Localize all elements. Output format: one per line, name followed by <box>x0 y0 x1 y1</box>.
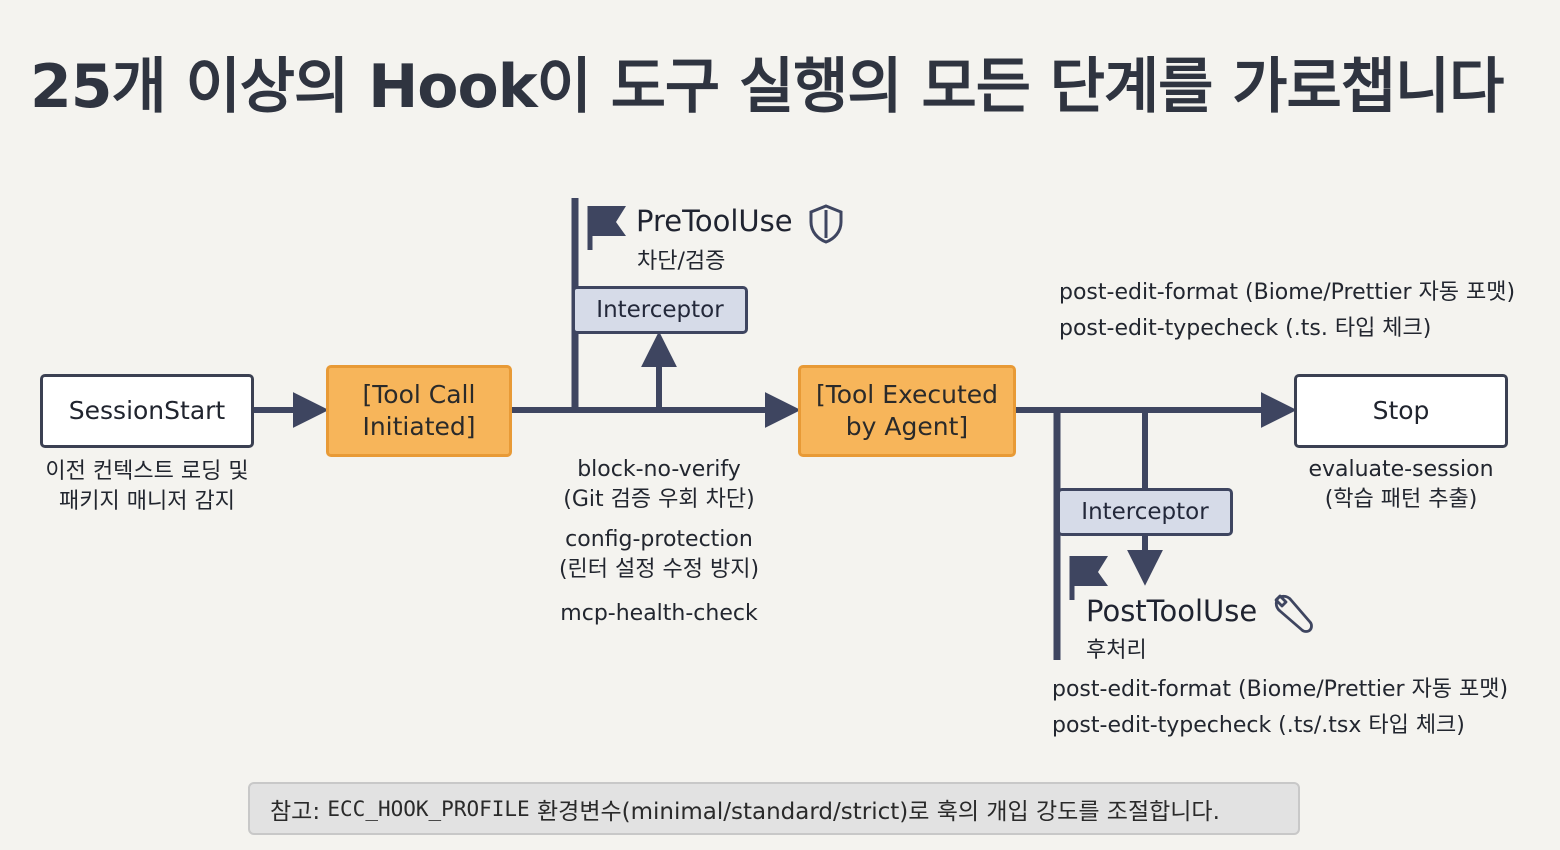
wrench-icon <box>1274 594 1313 633</box>
note-banner: 참고: ECC_HOOK_PROFILE 환경변수(minimal/standa… <box>248 782 1300 835</box>
flag-icon <box>1072 556 1108 586</box>
list-item: config-protection (린터 설정 수정 방지) <box>558 527 760 582</box>
post-hook-list-bottom: post-edit-format (Biome/Prettier 자동 포맷) … <box>1052 672 1508 744</box>
list-item: block-no-verify (Git 검증 우회 차단) <box>563 457 755 512</box>
pre-tool-use-title: PreToolUse <box>636 204 793 238</box>
post-hook-list-top: post-edit-format (Biome/Prettier 자동 포맷) … <box>1059 275 1515 347</box>
pre-hook-list: block-no-verify (Git 검증 우회 차단) config-pr… <box>559 455 759 629</box>
note-text: 환경변수(minimal/standard/strict)로 훅의 개입 강도를… <box>529 798 1220 825</box>
post-tool-use-title: PostToolUse <box>1086 594 1258 628</box>
list-item: post-edit-typecheck (.ts. 타입 체크) <box>1059 316 1432 341</box>
post-tool-use-subtitle: 후처리 <box>1086 638 1147 663</box>
session-start-caption: 이전 컨텍스트 로딩 및 패키지 매니저 감지 <box>45 459 249 514</box>
stop-caption: evaluate-session (학습 패턴 추출) <box>1308 457 1494 512</box>
page-title: 25개 이상의 Hook이 도구 실행의 모든 단계를 가로챕니다 <box>30 52 1504 122</box>
tool-executed-node: [Tool Executed by Agent] <box>798 365 1016 457</box>
note-code: ECC_HOOK_PROFILE <box>327 796 530 821</box>
list-item: mcp-health-check <box>560 601 758 626</box>
pre-tool-use-subtitle: 차단/검증 <box>637 249 726 274</box>
flag-icon <box>590 206 626 236</box>
stop-label: Stop <box>1372 396 1430 425</box>
post-interceptor: Interceptor <box>1057 488 1233 536</box>
stop-node: Stop <box>1294 374 1508 448</box>
session-start-label: SessionStart <box>68 396 226 425</box>
pre-interceptor: Interceptor <box>572 286 748 334</box>
list-item: post-edit-format (Biome/Prettier 자동 포맷) <box>1059 280 1516 305</box>
list-item: post-edit-typecheck (.ts/.tsx 타입 체크) <box>1052 713 1465 738</box>
tool-call-initiated-node: [Tool Call Initiated] <box>326 365 512 457</box>
note-prefix: 참고: <box>270 798 328 825</box>
shield-icon <box>809 204 843 244</box>
list-item: post-edit-format (Biome/Prettier 자동 포맷) <box>1052 677 1509 702</box>
session-start-node: SessionStart <box>40 374 254 448</box>
